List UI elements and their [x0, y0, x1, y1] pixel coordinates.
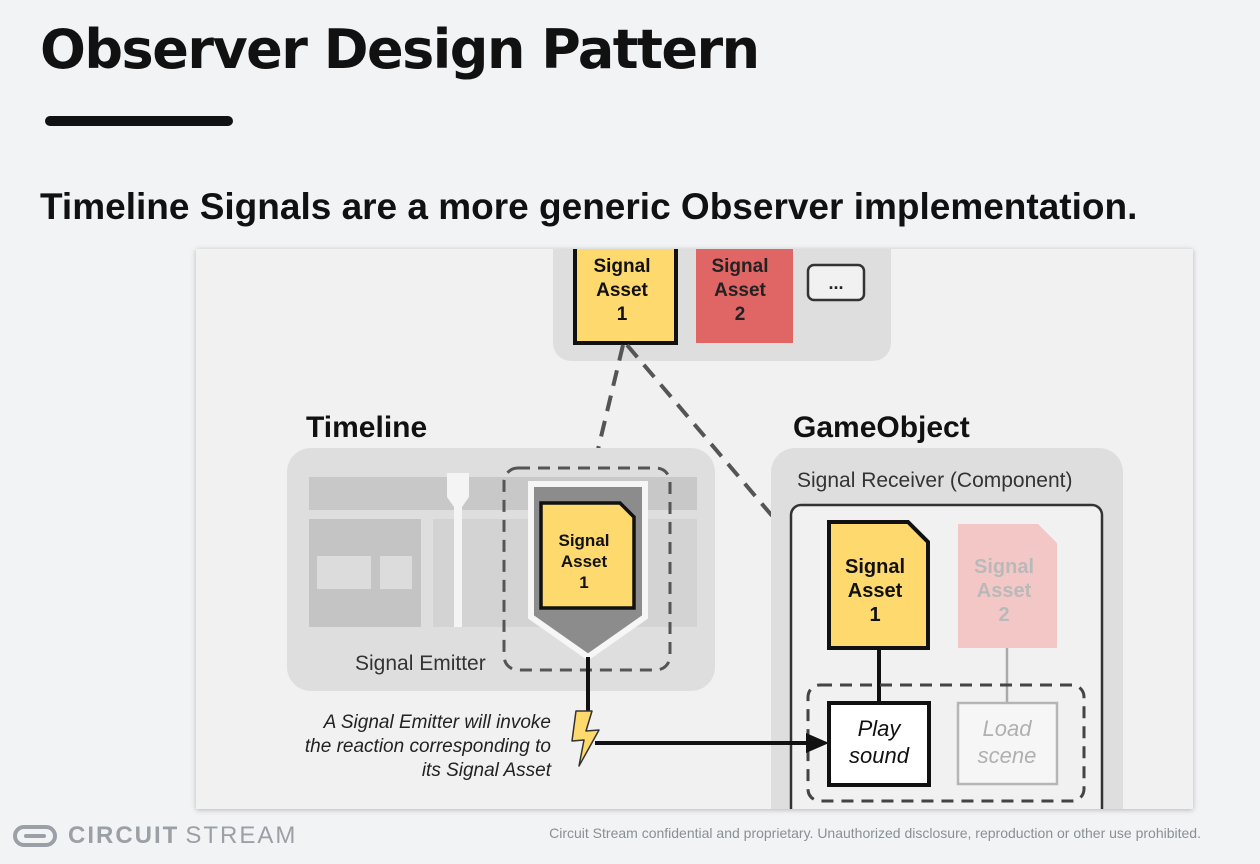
reaction-play-sound: Play sound [827, 701, 931, 787]
playhead [447, 473, 469, 627]
top-asset-1-line2: Asset [596, 280, 648, 301]
reaction-2-line2: scene [978, 743, 1037, 768]
reaction-1-line2: sound [849, 743, 910, 768]
receiver-asset-1-line1: Signal [845, 556, 905, 578]
receiver-asset-1-line3: 1 [869, 604, 880, 626]
signal-emitter-label: Signal Emitter [355, 652, 486, 675]
annotation-line1: A Signal Emitter will invoke [323, 712, 551, 733]
marker-signal-asset: Signal Asset 1 [539, 501, 636, 610]
brand-name-light: STREAM [185, 822, 298, 849]
reaction-2-line1: Load [983, 716, 1033, 741]
circuit-stream-logo: CIRCUIT STREAM [12, 822, 297, 850]
signal-diagram: Signal Asset 1 Signal Asset 2 ... Timeli… [196, 249, 1193, 809]
signal-receiver-label: Signal Receiver (Component) [797, 469, 1072, 492]
marker-line2: Asset [561, 552, 608, 571]
top-asset-2-line3: 2 [735, 304, 746, 325]
marker-line1: Signal [558, 531, 609, 550]
top-asset-1-line3: 1 [617, 304, 628, 325]
top-asset-1-line1: Signal [593, 256, 650, 277]
footer-disclaimer: Circuit Stream confidential and propriet… [549, 825, 1201, 841]
lightning-bolt-icon [571, 710, 600, 767]
top-asset-2-line1: Signal [711, 256, 768, 277]
slide-title: Observer Design Pattern [40, 18, 760, 81]
more-label: ... [828, 273, 843, 293]
annotation-line3: its Signal Asset [422, 760, 552, 781]
reactions-outline [806, 683, 1086, 803]
timeline-clip-2 [380, 556, 412, 589]
receiver-signal-asset-1: Signal Asset 1 [827, 520, 930, 650]
receiver-asset-2-line1: Signal [974, 556, 1034, 578]
receiver-signal-asset-2: Signal Asset 2 [958, 524, 1057, 648]
annotation-line2: the reaction corresponding to [305, 736, 551, 757]
more-icon: ... [806, 263, 866, 302]
reaction-load-scene: Load scene [956, 701, 1059, 786]
receiver-asset-2-line2: Asset [977, 580, 1032, 602]
top-signal-asset-1: Signal Asset 1 [573, 249, 678, 345]
receiver-asset-1-line2: Asset [848, 580, 903, 602]
timeline-clip-1 [317, 556, 371, 589]
invoke-arrow-head [806, 733, 829, 753]
top-signal-asset-2: Signal Asset 2 [696, 249, 793, 343]
receiver-asset-2-line3: 2 [998, 604, 1009, 626]
title-underline [45, 116, 233, 126]
marker-line3: 1 [579, 573, 588, 592]
brand-name-bold: CIRCUIT [68, 822, 180, 849]
circuit-logo-icon [13, 825, 57, 847]
top-asset-2-line2: Asset [714, 280, 766, 301]
timeline-heading: Timeline [306, 411, 427, 444]
gameobject-heading: GameObject [793, 411, 970, 444]
reaction-1-line1: Play [858, 716, 903, 741]
slide-subtitle: Timeline Signals are a more generic Obse… [40, 186, 1138, 227]
